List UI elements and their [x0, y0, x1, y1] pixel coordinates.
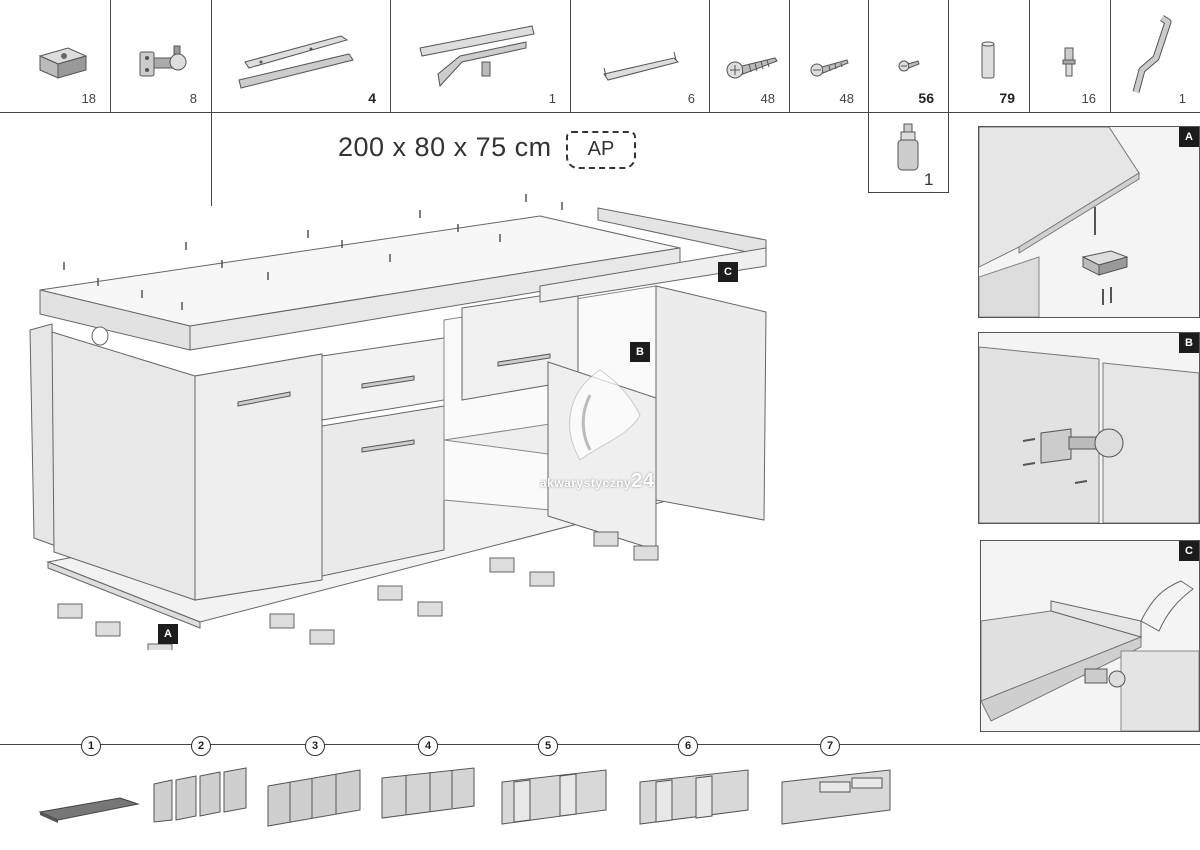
part-qty: 56	[918, 90, 934, 106]
steps-strip-border	[0, 744, 1200, 745]
part-qty: 48	[839, 91, 854, 106]
part-qty: 16	[1081, 91, 1096, 106]
divider	[1110, 0, 1111, 112]
step-2-thumbnail	[153, 767, 247, 823]
part-cell-small-screw: 56	[868, 0, 948, 112]
part-qty: 4	[368, 90, 376, 106]
part-qty: 48	[760, 91, 775, 106]
step-5-number: 5	[538, 736, 558, 756]
step-3-number: 3	[305, 736, 325, 756]
drawer-runner-icon	[238, 35, 354, 89]
part-qty: 1	[1178, 91, 1186, 106]
step-1-thumbnail	[38, 797, 140, 823]
wooden-dowel-icon	[981, 41, 995, 79]
detail-tag-a: A	[1179, 127, 1199, 147]
glue-qty: 1	[924, 170, 934, 189]
step-7-number: 7	[820, 736, 840, 756]
step-6-thumbnail	[639, 769, 749, 825]
part-cell-drawer-runner: 4	[211, 0, 390, 112]
part-qty: 1	[548, 91, 556, 106]
assembly-step-thumbnails	[38, 767, 891, 827]
part-cell-wooden-dowel: 79	[948, 0, 1029, 112]
detail-tag-c: C	[1179, 541, 1199, 561]
watermark-fish-logo	[569, 369, 641, 461]
part-qty: 79	[999, 90, 1015, 106]
part-cell-handle: 6	[570, 0, 709, 112]
corner-block-icon	[38, 47, 88, 79]
back-rail-icon	[419, 25, 535, 88]
cam-pin-icon	[1062, 47, 1076, 77]
divider	[390, 0, 391, 112]
callout-tag-a: A	[158, 624, 178, 644]
parts-strip-bottom-border	[0, 112, 1200, 113]
divider	[570, 0, 571, 112]
part-qty: 8	[189, 91, 197, 106]
glue-bottle-icon	[897, 123, 919, 171]
detail-b-illustration	[979, 346, 1199, 523]
watermark-text: akwarystyczny24	[540, 470, 654, 493]
part-cell-back-rail: 1	[390, 0, 570, 112]
step-5-thumbnail	[501, 769, 607, 825]
detail-a-illustration	[979, 127, 1140, 317]
divider	[789, 0, 790, 112]
callout-tag-b: B	[630, 342, 650, 362]
detail-box-c: C	[980, 540, 1200, 732]
part-cell-corner-block: 18	[0, 0, 110, 112]
detail-box-a: A	[978, 126, 1200, 318]
watermark-number: 24	[631, 470, 655, 492]
step-4-thumbnail	[381, 767, 475, 819]
part-cell-glue	[868, 112, 948, 192]
detail-c-illustration	[981, 580, 1199, 731]
part-qty: 18	[81, 91, 96, 106]
part-cell-allen-key: 1	[1110, 0, 1200, 112]
part-qty: 6	[687, 91, 695, 106]
handle-icon	[603, 51, 679, 81]
exploded-cabinet-drawing	[29, 194, 767, 650]
hinge-icon	[139, 45, 187, 77]
divider	[868, 0, 869, 192]
product-dimensions: 200 x 80 x 75 cm	[338, 132, 552, 162]
divider	[948, 0, 949, 192]
small-screw-icon	[898, 60, 920, 72]
product-code-badge: AP	[566, 131, 636, 169]
callout-tag-c: C	[718, 262, 738, 282]
divider	[110, 0, 111, 112]
step-4-number: 4	[418, 736, 438, 756]
step-7-thumbnail	[781, 769, 891, 825]
part-cell-cam-pin: 16	[1029, 0, 1110, 112]
divider	[709, 0, 710, 112]
step-1-number: 1	[81, 736, 101, 756]
detail-tag-b: B	[1179, 333, 1199, 353]
divider	[1029, 0, 1030, 112]
divider	[211, 0, 212, 206]
part-cell-long-screw: 48	[709, 0, 789, 112]
watermark-word: akwarystyczny	[540, 476, 632, 490]
glue-cell-border	[868, 192, 949, 193]
step-3-thumbnail	[267, 769, 361, 827]
detail-box-b: B	[978, 332, 1200, 524]
step-2-number: 2	[191, 736, 211, 756]
part-cell-short-screw: 48	[789, 0, 868, 112]
allen-key-icon	[1132, 15, 1172, 93]
part-cell-hinge: 8	[110, 0, 211, 112]
long-screw-icon	[726, 57, 778, 79]
step-6-number: 6	[678, 736, 698, 756]
short-screw-icon	[810, 59, 849, 77]
